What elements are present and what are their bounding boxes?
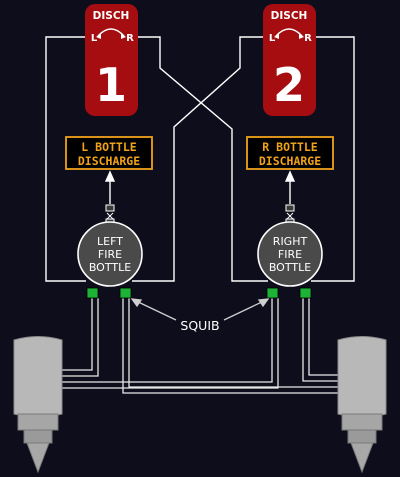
wiring-lines xyxy=(45,36,355,282)
squib-icon xyxy=(299,287,312,299)
annunciator-r-line1: R BOTTLE xyxy=(262,140,317,154)
discharge-pipes xyxy=(62,298,338,394)
l-bottle-discharge-light: L BOTTLE DISCHARGE xyxy=(65,136,153,170)
right-engine xyxy=(337,336,387,474)
left-fire-bottle: LEFT FIRE BOTTLE xyxy=(77,204,143,299)
arrow-left-icon xyxy=(96,33,101,39)
left-bottle-line1: LEFT xyxy=(97,235,123,248)
right-fire-bottle: RIGHT FIRE BOTTLE xyxy=(257,204,323,299)
squib-icon xyxy=(119,287,132,299)
left-bottle-line2: FIRE xyxy=(98,248,122,261)
handle-1-right-label: R xyxy=(126,33,134,44)
bottle-valve-icon xyxy=(285,204,295,212)
right-bottle-line2: FIRE xyxy=(278,248,302,261)
annunciator-arrows xyxy=(104,170,296,204)
fire-handle-1[interactable]: DISCH L R 1 xyxy=(85,4,138,116)
annunciator-r-line2: DISCHARGE xyxy=(259,154,321,168)
annunciator-l-line1: L BOTTLE xyxy=(81,140,136,154)
squib-icon xyxy=(266,287,279,299)
right-bottle-line1: RIGHT xyxy=(273,235,308,248)
handle-2-disch-label: DISCH xyxy=(271,10,308,22)
handle-1-disch-label: DISCH xyxy=(93,10,130,22)
right-bottle-line3: BOTTLE xyxy=(269,261,311,274)
handle-1-left-label: L xyxy=(91,33,98,44)
handle-2-number: 2 xyxy=(273,58,305,112)
squib-label: SQUIB xyxy=(180,318,219,333)
arrow-right-icon xyxy=(121,33,126,39)
arrow-right-icon xyxy=(299,33,304,39)
annunciator-l-line2: DISCHARGE xyxy=(78,154,140,168)
bottle-valve-icon xyxy=(105,204,115,212)
handle-1-number: 1 xyxy=(95,58,127,112)
squib-callout: SQUIB xyxy=(130,298,270,333)
fire-handle-2[interactable]: DISCH L R 2 xyxy=(263,4,316,116)
handle-2-right-label: R xyxy=(304,33,312,44)
left-bottle-line3: BOTTLE xyxy=(89,261,131,274)
squib-icon xyxy=(86,287,99,299)
handle-2-left-label: L xyxy=(269,33,276,44)
r-bottle-discharge-light: R BOTTLE DISCHARGE xyxy=(246,136,334,170)
left-engine xyxy=(13,336,63,474)
arrow-left-icon xyxy=(274,33,279,39)
